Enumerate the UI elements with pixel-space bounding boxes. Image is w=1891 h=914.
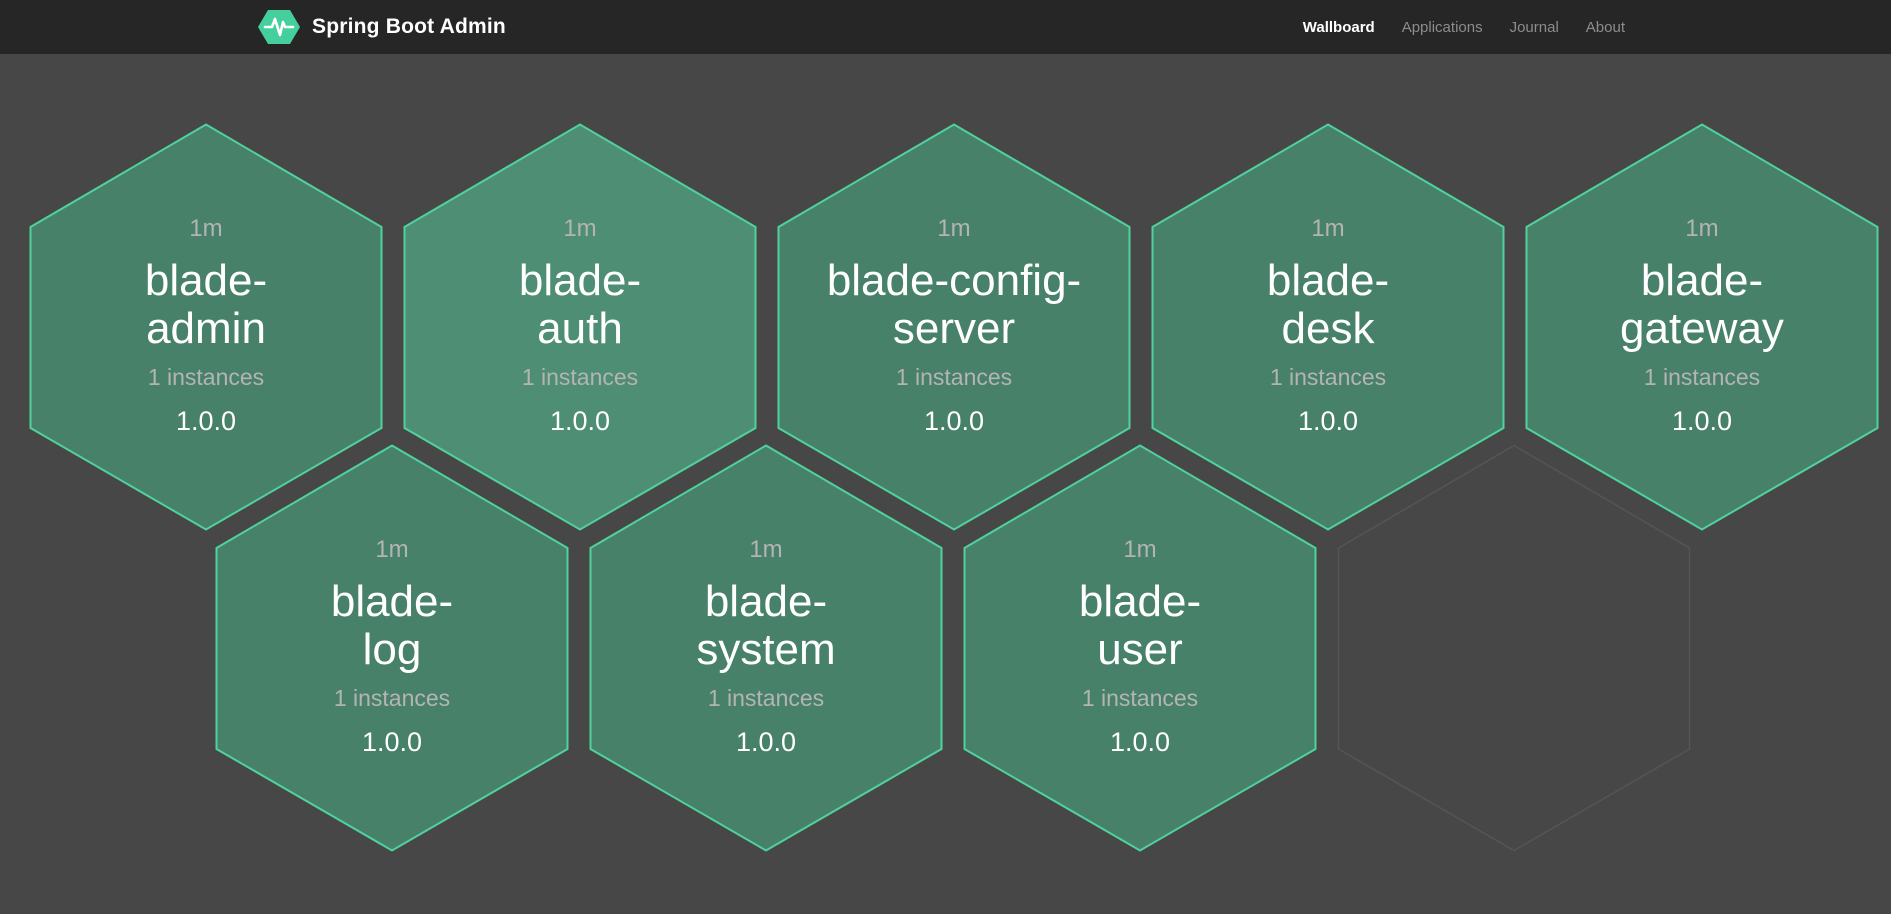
brand-pulse-icon [258,10,300,44]
app-instance-count: 1 instances [1269,364,1387,390]
app-instance-count: 1 instances [521,364,639,390]
app-hexagon-content: 1m blade- admin 1 instances 1.0.0 [29,123,383,531]
app-hexagon-content: 1m blade- log 1 instances 1.0.0 [215,444,569,852]
app-hexagon-content: 1m blade- gateway 1 instances 1.0.0 [1525,123,1879,531]
app-name-line2: user [1097,625,1183,674]
app-name-line2: log [362,625,422,674]
app-hexagon-blade-admin[interactable]: 1m blade- admin 1 instances 1.0.0 [29,123,383,531]
app-name-line1: blade- [1078,577,1202,626]
app-name-line1: blade- [704,577,828,626]
app-name-line1: blade- [330,577,454,626]
app-name: blade- log [331,578,453,674]
hexagon-shape [777,123,1131,531]
app-instance-count: 1 instances [1643,364,1761,390]
app-name: blade- desk [1267,257,1389,353]
app-uptime: 1m [563,215,597,242]
app-name: blade- user [1079,578,1201,674]
hexagon-shape [29,123,383,531]
app-name: blade- auth [519,257,641,353]
app-name-line1: blade- [144,256,268,305]
app-hexagon-blade-gateway[interactable]: 1m blade- gateway 1 instances 1.0.0 [1525,123,1879,531]
app-name-line1: blade-config- [826,256,1082,305]
hexagon-shape [1151,123,1505,531]
app-name-line1: blade- [1266,256,1390,305]
app-uptime: 1m [375,536,409,563]
app-name-line1: blade- [518,256,642,305]
app-uptime: 1m [1685,215,1719,242]
app-hexagon-blade-desk[interactable]: 1m blade- desk 1 instances 1.0.0 [1151,123,1505,531]
app-version: 1.0.0 [735,727,797,757]
app-hexagon-content: 1m blade- system 1 instances 1.0.0 [589,444,943,852]
app-uptime: 1m [1311,215,1345,242]
app-instance-count: 1 instances [895,364,1013,390]
app-name-line2: admin [146,304,266,353]
app-version: 1.0.0 [1109,727,1171,757]
app-hexagon-content: 1m blade- auth 1 instances 1.0.0 [403,123,757,531]
hexagon-shape [1525,123,1879,531]
nav-link-wallboard[interactable]: Wallboard [1302,18,1375,36]
app-instance-count: 1 instances [707,685,825,711]
app-hexagon-blade-config-server[interactable]: 1m blade-config- server 1 instances 1.0.… [777,123,1131,531]
app-uptime: 1m [1123,536,1157,563]
app-instance-count: 1 instances [1081,685,1199,711]
nav-link-journal[interactable]: Journal [1509,18,1559,36]
app-version: 1.0.0 [923,406,985,436]
app-version: 1.0.0 [361,727,423,757]
hexagon-shape [215,444,569,852]
app-name-line2: server [892,304,1016,353]
app-uptime: 1m [937,215,971,242]
app-hexagon-blade-user[interactable]: 1m blade- user 1 instances 1.0.0 [963,444,1317,852]
app-hexagon-content: 1m blade- user 1 instances 1.0.0 [963,444,1317,852]
hexagon-shape [589,444,943,852]
app-name: blade-config- server [827,257,1081,353]
app-uptime: 1m [749,536,783,563]
app-name-line2: gateway [1620,304,1784,353]
app-name-line1: blade- [1640,256,1764,305]
app-instance-count: 1 instances [147,364,265,390]
app-uptime: 1m [189,215,223,242]
app-name-line2: desk [1281,304,1375,353]
app-hexagon-blade-system[interactable]: 1m blade- system 1 instances 1.0.0 [589,444,943,852]
app-name-line2: system [696,625,836,674]
app-hexagon-blade-log[interactable]: 1m blade- log 1 instances 1.0.0 [215,444,569,852]
hexagon-shape [403,123,757,531]
app-version: 1.0.0 [1671,406,1733,436]
app-name: blade- admin [145,257,267,353]
app-hexagon-blade-auth[interactable]: 1m blade- auth 1 instances 1.0.0 [403,123,757,531]
app-version: 1.0.0 [175,406,237,436]
wallboard: 1m blade- admin 1 instances 1.0.0 1m bla… [0,54,1891,914]
main-nav: Wallboard Applications Journal About [1303,0,1625,54]
empty-hexagon [1337,444,1691,852]
top-navbar: Spring Boot Admin Wallboard Applications… [0,0,1891,54]
hexagon-shape [1337,444,1691,852]
nav-link-about[interactable]: About [1585,18,1625,36]
brand: Spring Boot Admin [257,0,506,54]
app-name: blade- gateway [1620,257,1784,353]
app-instance-count: 1 instances [333,685,451,711]
app-version: 1.0.0 [1297,406,1359,436]
hexagon-shape [963,444,1317,852]
app-version: 1.0.0 [549,406,611,436]
app-name: blade- system [696,578,835,674]
app-name-line2: auth [537,304,623,353]
brand-title: Spring Boot Admin [312,15,506,38]
app-hexagon-content: 1m blade- desk 1 instances 1.0.0 [1151,123,1505,531]
app-hexagon-content: 1m blade-config- server 1 instances 1.0.… [777,123,1131,531]
nav-link-applications[interactable]: Applications [1401,18,1483,36]
